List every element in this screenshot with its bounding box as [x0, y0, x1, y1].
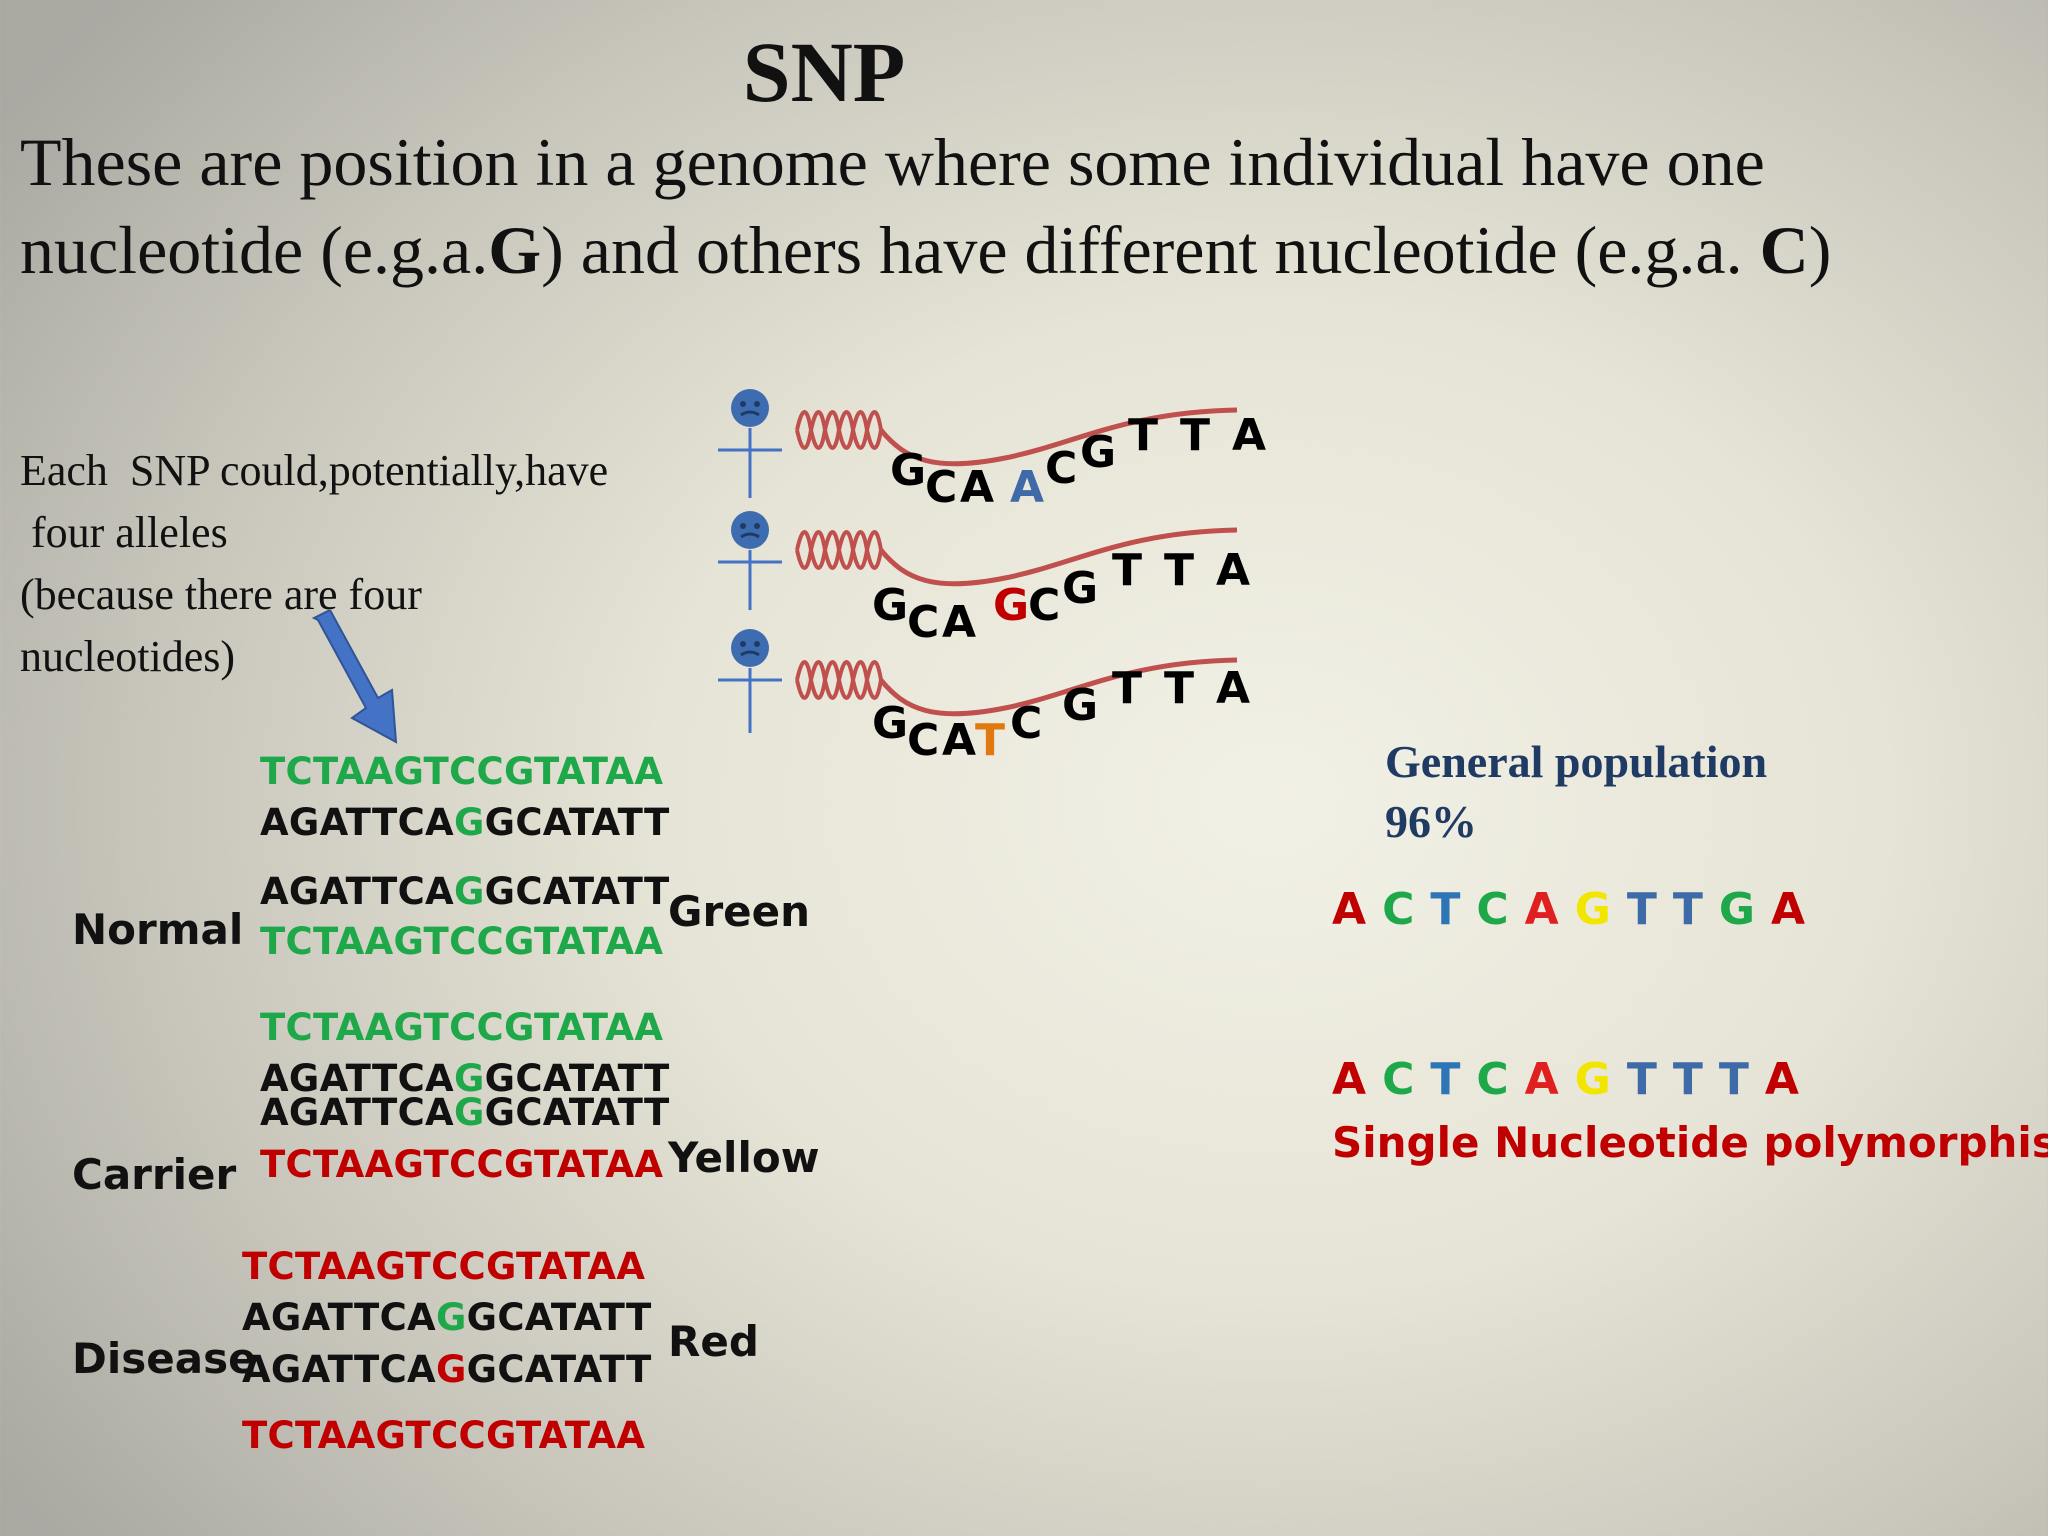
strand-1-letter: G: [890, 445, 927, 496]
sequence-strand: AGATTCAGGCATATT: [260, 1057, 670, 1100]
sequence-strand: TCTAAGTCCGTATAA: [260, 1006, 664, 1049]
color-label-green: Green: [668, 887, 811, 936]
reference-nucleotide: T: [1626, 884, 1657, 935]
strand-2-letter: A: [1216, 545, 1251, 596]
genotype-label-disease: Disease: [72, 1334, 257, 1383]
variant-nucleotide: C: [1476, 1054, 1509, 1105]
intro-text-2: ) and others have different nucleotide (…: [541, 212, 1760, 288]
alleles-note-line: nucleotides): [20, 632, 236, 681]
variant-nucleotide: C: [1382, 1054, 1415, 1105]
reference-nucleotide: T: [1672, 884, 1703, 935]
genotype-label-carrier: Carrier: [72, 1150, 237, 1199]
variant-nucleotide: T: [1430, 1054, 1461, 1105]
strand-2-letter: C: [1028, 580, 1061, 631]
alleles-note-line: (because there are four: [20, 570, 422, 619]
variant-nucleotide: A: [1764, 1054, 1799, 1105]
person-icon: [718, 389, 782, 498]
person-icon: [718, 629, 782, 733]
sequence-strand: AGATTCAGGCATATT: [242, 1348, 652, 1391]
intro-text-3: ): [1808, 212, 1832, 288]
strand-1-letter: G: [1080, 427, 1117, 478]
reference-nucleotide: A: [1771, 884, 1806, 935]
color-label-red: Red: [668, 1317, 759, 1366]
strand-3-letter: T: [1164, 663, 1195, 714]
strand-2-letter: T: [1164, 545, 1195, 596]
variant-nucleotide: A: [1332, 1054, 1367, 1105]
strand-1-letter: A: [960, 462, 995, 513]
reference-nucleotide: A: [1524, 884, 1559, 935]
strand-2-letter: C: [907, 597, 940, 648]
general-population-label: General population 96%: [1385, 732, 1885, 852]
snp-caption: Single Nucleotide polymorphism: [1332, 1118, 2048, 1167]
intro-nucleotide-c: C: [1759, 212, 1809, 288]
strand-3-letter: G: [872, 698, 909, 749]
strand-3-snp-letter: T: [975, 715, 1006, 766]
sequence-strand: TCTAAGTCCGTATAA: [260, 920, 664, 963]
strand-1-letter: T: [1180, 410, 1211, 461]
sequence-strand: TCTAAGTCCGTATAA: [242, 1414, 646, 1457]
strand-1-snp-letter: A: [1010, 462, 1045, 513]
strand-2-snp-letter: G: [993, 580, 1030, 631]
strand-1-letter: T: [1128, 410, 1159, 461]
reference-nucleotide: C: [1476, 884, 1509, 935]
strand-3-letter: A: [942, 715, 977, 766]
person-icon: [718, 511, 782, 610]
strand-2-letter: G: [872, 580, 909, 631]
sequence-strand: AGATTCAGGCATATT: [242, 1296, 652, 1339]
variant-nucleotide: A: [1524, 1054, 1559, 1105]
variant-nucleotide: T: [1626, 1054, 1657, 1105]
reference-nucleotide: G: [1574, 884, 1611, 935]
variant-nucleotide: T: [1718, 1054, 1749, 1105]
alleles-note-line: four alleles: [20, 508, 228, 557]
alleles-note-line: Each SNP could,potentially,have: [20, 446, 609, 495]
reference-nucleotide: T: [1430, 884, 1461, 935]
general-population-percent: 96%: [1385, 796, 1477, 847]
sequence-strand: TCTAAGTCCGTATAA: [242, 1245, 646, 1288]
sequence-strand: AGATTCAGGCATATT: [260, 1091, 670, 1134]
intro-nucleotide-g: G: [488, 212, 542, 288]
strand-2-letter: A: [942, 597, 977, 648]
strand-2-letter: T: [1112, 545, 1143, 596]
reference-nucleotide: C: [1382, 884, 1415, 935]
sequence-strand: TCTAAGTCCGTATAA: [260, 750, 664, 793]
genotype-label-normal: Normal: [72, 905, 244, 954]
dna-strand: [795, 407, 1238, 467]
sequence-strand: AGATTCAGGCATATT: [260, 870, 670, 913]
strand-3-letter: T: [1112, 663, 1143, 714]
reference-nucleotide: A: [1332, 884, 1367, 935]
reference-nucleotide: G: [1718, 884, 1756, 935]
strand-2-letter: G: [1062, 563, 1099, 614]
strand-1-letter: C: [925, 462, 958, 513]
strand-1-letter: A: [1232, 410, 1267, 461]
variant-nucleotide: T: [1672, 1054, 1703, 1105]
strand-3-letter: A: [1216, 663, 1251, 714]
intro-paragraph: These are position in a genome where som…: [20, 118, 1900, 294]
color-label-yellow: Yellow: [668, 1133, 820, 1182]
intro-text-1: These are position in a genome where som…: [20, 124, 1765, 288]
strand-3-letter: C: [1010, 698, 1043, 749]
slide-title: SNP: [742, 24, 906, 120]
strand-1-letter: C: [1045, 443, 1078, 494]
sequence-strand: AGATTCAGGCATATT: [260, 801, 670, 844]
strand-3-letter: C: [907, 715, 940, 766]
general-population-text: General population: [1385, 736, 1768, 787]
sequence-strand: TCTAAGTCCGTATAA: [260, 1143, 664, 1186]
variant-nucleotide: G: [1574, 1054, 1611, 1105]
dna-strand: [795, 657, 1238, 717]
strand-3-letter: G: [1062, 680, 1099, 731]
dna-strand: [795, 527, 1238, 587]
down-arrow-icon: [311, 610, 398, 744]
alleles-note: Each SNP could,potentially,have four all…: [20, 440, 740, 688]
